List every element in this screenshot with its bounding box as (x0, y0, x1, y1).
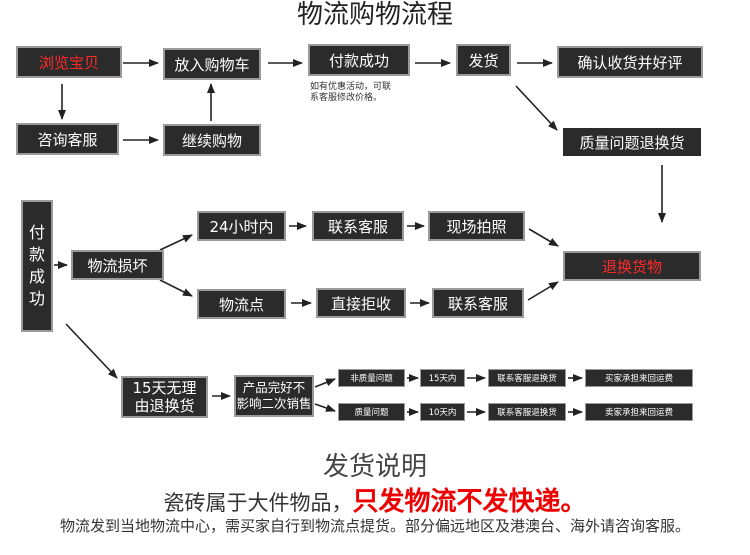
discount-note: 如有优惠活动，可联 系客服修改价格。 (310, 82, 391, 104)
node-logistics-damage: 物流损坏 (71, 250, 164, 280)
paid-char-4: 功 (28, 289, 45, 308)
node-confirm-label: 确认收货并好评 (577, 53, 683, 72)
node-within-24h-label: 24小时内 (209, 217, 274, 236)
node-paid-vertical: 付 款 成 功 (21, 200, 53, 332)
arrow-damage-to-point (159, 279, 193, 297)
shipping-line2: 物流发到当地物流中心，需买家自行到物流点提货。部分偏远地区及港澳台、海外请咨询客… (60, 517, 691, 535)
node-logistics-damage-label: 物流损坏 (87, 256, 148, 275)
shipping-line1: 瓷砖属于大件物品，只发物流不发快递。 (0, 481, 750, 518)
node-contact-exchange-2: 联系客服退换货 (488, 403, 566, 421)
node-reject-label: 直接拒收 (330, 294, 391, 313)
paid-char-3: 成 (28, 267, 45, 286)
node-consult-label: 咨询客服 (37, 130, 98, 149)
arrow-cs-to-return (527, 281, 559, 301)
node-seller-pays-label: 卖家承担来回运费 (604, 408, 673, 418)
arrow-intact-to-nonquality (314, 378, 336, 388)
node-continue-shop-label: 继续购物 (181, 131, 242, 150)
node-browse-label: 浏览宝贝 (38, 53, 99, 72)
shipping-line1-prefix: 瓷砖属于大件物品， (163, 491, 353, 515)
arrow-intact-to-quality (314, 403, 336, 412)
node-ship: 发货 (456, 44, 511, 76)
node-add-cart: 放入购物车 (163, 48, 261, 80)
node-contact-exchange-2-label: 联系客服退换货 (497, 408, 557, 418)
intact-line2: 影响二次销售 (236, 396, 312, 411)
node-return-goods-label: 退换货物 (601, 257, 662, 276)
no-reason-line2: 由退换货 (134, 397, 195, 415)
node-contact-cs-1-label: 联系客服 (327, 217, 388, 236)
node-ship-label: 发货 (468, 51, 499, 70)
node-non-quality-label: 非质量问题 (350, 374, 393, 384)
node-add-cart-label: 放入购物车 (174, 55, 250, 74)
node-photo-label: 现场拍照 (446, 217, 507, 236)
node-browse: 浏览宝贝 (16, 46, 122, 78)
shipping-line1-highlight: 只发物流不发快递。 (352, 487, 587, 517)
node-contact-exchange-1-label: 联系客服退换货 (497, 374, 557, 384)
discount-note-line2: 系客服修改价格。 (310, 93, 383, 103)
arrow-damage-to-24h (159, 234, 193, 251)
paid-char-2: 款 (28, 245, 45, 264)
node-quality: 质量问题 (338, 403, 405, 421)
paid-char-1: 付 (28, 223, 45, 242)
node-pay-success-label: 付款成功 (328, 51, 389, 70)
arrow-paid-to-15days (65, 323, 118, 379)
node-within-24h: 24小时内 (197, 211, 286, 241)
node-return-goods: 退换货物 (563, 251, 701, 281)
node-photo: 现场拍照 (428, 211, 525, 241)
node-15-days-label: 15天内 (428, 374, 457, 384)
node-logistics-point-label: 物流点 (218, 295, 264, 314)
node-contact-exchange-1: 联系客服退换货 (488, 369, 566, 387)
node-non-quality: 非质量问题 (338, 369, 405, 387)
node-continue-shop: 继续购物 (163, 124, 261, 156)
node-10-days-label: 10天内 (428, 408, 457, 418)
discount-note-line1: 如有优惠活动，可联 (310, 82, 392, 92)
node-quality-label: 质量问题 (354, 408, 389, 418)
node-buyer-pays-label: 买家承担来回运费 (604, 374, 673, 384)
page-title: 物流购物流程 (296, 0, 453, 30)
node-intact: 产品完好不 影响二次销售 (234, 375, 314, 417)
shipping-heading: 发货说明 (322, 452, 427, 482)
arrow-photo-to-return (528, 228, 559, 247)
node-contact-cs-2-label: 联系客服 (447, 294, 508, 313)
node-quality-issue-label: 质量问题退换货 (579, 133, 685, 152)
node-seller-pays: 卖家承担来回运费 (585, 403, 693, 421)
intact-line1: 产品完好不 (242, 380, 306, 395)
node-pay-success: 付款成功 (308, 44, 410, 76)
node-no-reason-return: 15天无理 由退换货 (121, 376, 208, 418)
node-confirm: 确认收货并好评 (557, 46, 703, 78)
node-contact-cs-2: 联系客服 (432, 288, 524, 318)
no-reason-line1: 15天无理 (132, 379, 197, 397)
node-15-days: 15天内 (420, 369, 465, 387)
node-buyer-pays: 买家承担来回运费 (585, 369, 693, 387)
node-consult: 咨询客服 (16, 123, 119, 155)
node-10-days: 10天内 (420, 403, 465, 421)
node-quality-issue: 质量问题退换货 (561, 126, 703, 158)
arrow-ship-to-quality (515, 85, 558, 131)
node-contact-cs-1: 联系客服 (312, 211, 404, 241)
node-reject: 直接拒收 (316, 288, 406, 318)
node-logistics-point: 物流点 (197, 289, 286, 319)
